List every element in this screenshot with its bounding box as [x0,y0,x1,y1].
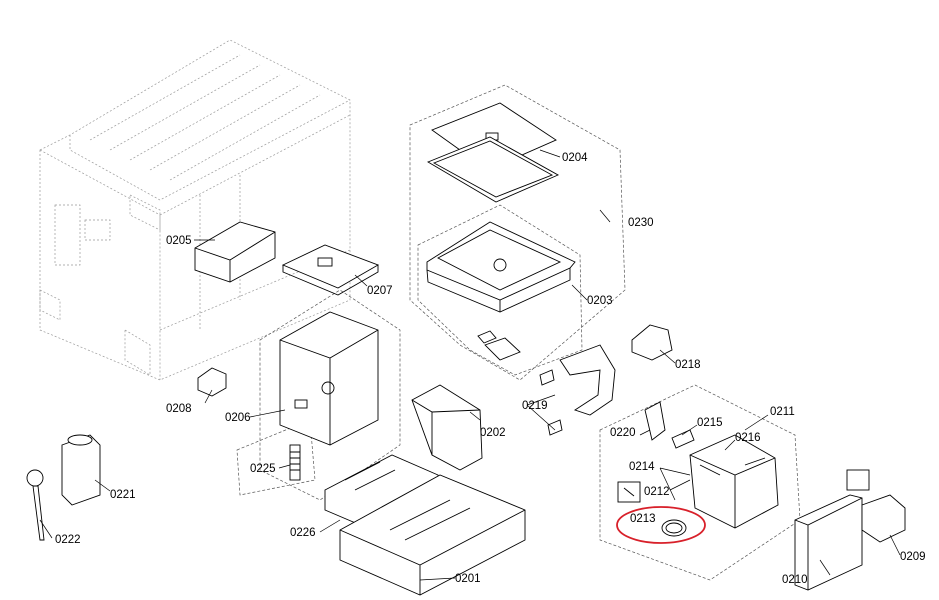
part-0202-chute [411,384,483,471]
part-0209-switch [846,469,906,543]
label-0226: 0226 [290,527,316,539]
part-0221-container [61,434,101,506]
group-outline-0203 [417,204,583,376]
part-0210-panel [794,494,863,591]
part-0203-tray [426,221,576,361]
appliance-housing-outline [39,39,351,381]
label-0203: 0203 [587,295,613,307]
label-0216: 0216 [735,432,761,444]
label-0219: 0219 [522,400,548,412]
part-0222-spoon [26,469,45,541]
label-0206: 0206 [225,412,251,424]
part-0206-water-tank [279,311,379,446]
label-0220: 0220 [610,427,636,439]
label-0201: 0201 [455,573,481,585]
label-0207: 0207 [367,285,393,297]
label-0212: 0212 [644,486,670,498]
group-outline-0206 [259,289,401,501]
group-outline-0225 [236,419,316,496]
label-0205: 0205 [166,235,192,247]
label-0218: 0218 [675,359,701,371]
label-0221: 0221 [110,489,136,501]
part-0212-clip [617,481,641,503]
part-0213-seal [661,519,687,537]
part-0219-bracket [539,344,616,436]
label-0211: 0211 [770,406,795,418]
label-0208: 0208 [166,403,192,415]
label-0230: 0230 [628,217,654,229]
part-0201-base-frame [339,474,526,596]
label-0215: 0215 [697,417,723,429]
part-0205-bin [194,221,276,283]
label-0213: 0213 [630,513,656,525]
leader-lines [39,149,901,581]
highlight-0213 [616,506,706,544]
part-0208-clip [197,367,227,397]
part-0218-lever [631,324,673,361]
part-0204-lid [426,102,560,203]
part-0215-pin [671,429,695,449]
label-0204: 0204 [562,152,588,164]
group-outline-0230 [409,84,626,381]
label-0214: 0214 [629,461,655,473]
part-0216-brew-unit [689,434,779,529]
part-0225-spring [289,444,301,481]
label-0209: 0209 [900,551,926,563]
part-0207-tray [281,244,380,296]
part-0220-link [644,401,666,441]
label-0222: 0222 [55,534,81,546]
label-0202: 0202 [480,427,506,439]
label-0225: 0225 [250,463,276,475]
label-0210: 0210 [782,574,808,586]
